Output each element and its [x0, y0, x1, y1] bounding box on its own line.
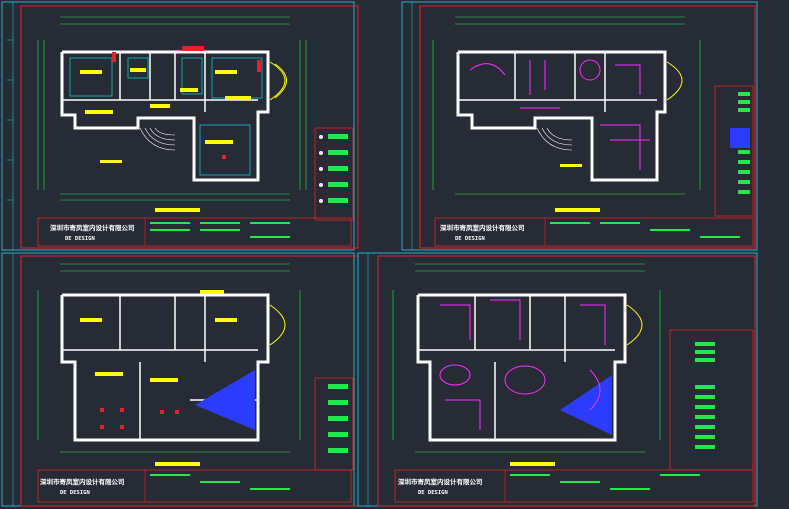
design-tag: DE DESIGN — [455, 236, 485, 242]
exterior-walls — [416, 293, 627, 442]
design-tag: DE DESIGN — [418, 490, 448, 496]
balcony-arc — [269, 61, 287, 101]
binding-strip — [7, 2, 14, 250]
stair-fill — [560, 375, 612, 435]
balcony-arc — [269, 304, 286, 346]
balcony-arc — [666, 61, 683, 101]
dimension-lines — [37, 263, 301, 453]
title-frame — [20, 5, 359, 249]
stair-fill — [195, 370, 255, 430]
design-tag: DE DESIGN — [60, 490, 90, 496]
company-name: 深圳市寄凤室内设计有限公司 — [398, 477, 483, 486]
room-outlines — [69, 57, 263, 176]
room-labels — [80, 290, 237, 466]
circuit-lines — [469, 59, 650, 170]
stair — [536, 127, 573, 151]
stair — [139, 127, 176, 151]
sheet-bottom-right[interactable]: 深圳市寄凤室内设计有限公司 DE DESIGN — [357, 252, 758, 507]
exterior-walls — [456, 50, 667, 182]
room-labels — [555, 164, 600, 212]
company-name: 深圳市寄凤室内设计有限公司 — [50, 223, 135, 232]
legend-panel — [669, 329, 754, 471]
title-block: 深圳市寄凤室内设计有限公司 DE DESIGN — [434, 217, 754, 247]
balcony-arc — [626, 304, 643, 346]
title-frame — [377, 255, 756, 507]
exterior-walls — [60, 50, 270, 182]
design-tag: DE DESIGN — [65, 236, 95, 242]
dimension-lines — [432, 16, 701, 195]
circuit-lines — [439, 299, 606, 430]
sheet-border — [401, 1, 758, 251]
sheet-top-right[interactable]: 深圳市寄凤室内设计有限公司 DE DESIGN — [401, 1, 758, 251]
title-block: 深圳市寄凤室内设计有限公司 DE DESIGN — [37, 217, 352, 247]
title-frame — [419, 5, 756, 249]
sheet-top-left[interactable]: 深圳市寄凤室内设计有限公司 DE DESIGN — [1, 1, 359, 251]
exterior-walls — [60, 293, 270, 442]
room-labels — [510, 462, 555, 466]
title-block: 深圳市寄凤室内设计有限公司 DE DESIGN — [37, 469, 352, 503]
dimension-lines — [392, 263, 661, 453]
fixtures — [112, 46, 261, 159]
legend-panel — [314, 127, 354, 221]
interior-walls — [458, 52, 657, 112]
dimension-lines — [37, 16, 307, 201]
title-block: 深圳市寄凤室内设计有限公司 DE DESIGN — [394, 469, 754, 503]
interior-walls — [418, 295, 615, 440]
fixtures — [100, 408, 179, 429]
sheet-border — [1, 1, 355, 251]
company-name: 深圳市寄凤室内设计有限公司 — [440, 223, 525, 232]
room-labels — [80, 68, 251, 212]
company-name: 深圳市寄凤室内设计有限公司 — [40, 477, 125, 486]
legend-panel — [714, 85, 754, 217]
